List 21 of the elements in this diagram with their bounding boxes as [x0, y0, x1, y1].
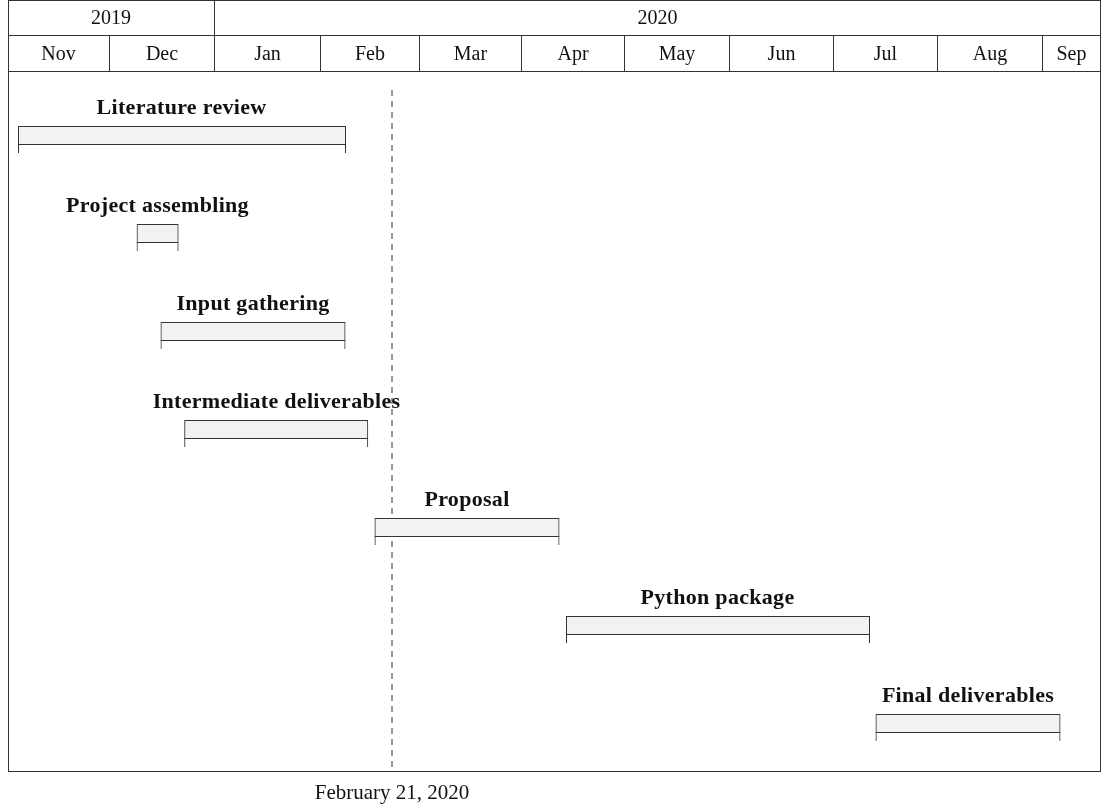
task-label: Final deliverables [881, 682, 1055, 708]
header-cell: Mar [420, 36, 522, 72]
header-cell: Jan [215, 36, 321, 72]
header-cell: Dec [110, 36, 215, 72]
header-cell: Apr [522, 36, 625, 72]
header-cell: Sep [1043, 36, 1101, 72]
task-label: Proposal [424, 486, 510, 512]
header-cell: Aug [938, 36, 1043, 72]
task-label: Input gathering [176, 290, 330, 316]
task-label: Intermediate deliverables [152, 388, 401, 414]
header-cell: 2019 [8, 0, 215, 36]
task-label: Python package [640, 584, 795, 610]
header-cell: Feb [321, 36, 420, 72]
header-cell: Jun [730, 36, 834, 72]
date-label: February 21, 2020 [314, 780, 470, 805]
header-cell: 2020 [215, 0, 1101, 36]
task-label: Literature review [96, 94, 267, 120]
task-label: Project assembling [66, 192, 249, 218]
header-cell: Nov [8, 36, 110, 72]
header-cell: May [625, 36, 730, 72]
header-cell: Jul [834, 36, 938, 72]
